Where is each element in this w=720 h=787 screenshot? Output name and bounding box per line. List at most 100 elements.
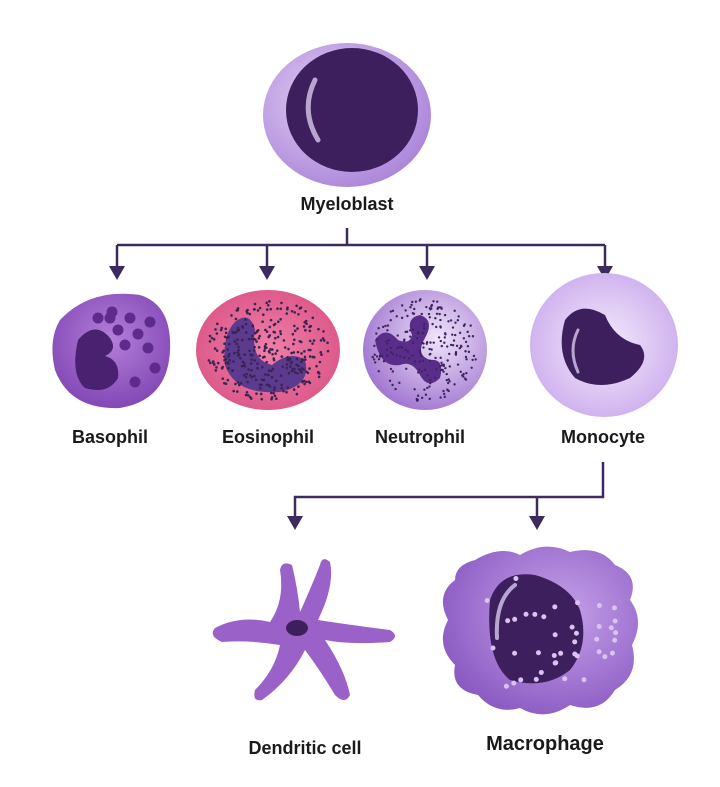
granule [464,340,468,344]
granule [235,309,239,312]
granule [375,355,379,358]
granule [297,385,300,388]
granule [236,390,239,393]
granule [437,336,441,339]
granule [404,348,407,352]
granule [385,339,388,343]
granule [232,389,235,393]
granule [602,654,608,660]
granule [317,375,321,379]
granule [449,343,453,347]
granule [220,367,224,370]
granule [287,371,291,375]
granule [558,650,564,656]
granule [244,331,248,334]
granule [418,351,422,354]
granule [596,624,602,630]
granule [266,303,270,307]
granule [505,618,511,624]
macrophage-cell [442,546,639,715]
granule [416,371,420,374]
granule [92,312,104,324]
granule [430,348,433,351]
granule [457,315,460,318]
granule [439,339,442,343]
granule [104,312,116,324]
granule [518,677,524,683]
granule [442,392,446,396]
granule [541,614,547,620]
eosinophil-granules [207,300,330,401]
granule [256,362,259,366]
granule [245,372,248,376]
granule [237,345,240,349]
granule [279,374,283,377]
granule [230,314,233,317]
granule [231,330,234,334]
granule [245,390,249,394]
granule [447,389,450,393]
granule [302,368,305,371]
granule [214,369,218,372]
myeloblast-label: Myeloblast [300,194,393,214]
granule [242,362,246,365]
granule [419,354,423,357]
granule [232,360,235,363]
granule [425,342,429,345]
granule [609,650,615,656]
granule [428,316,431,319]
granule [371,355,374,359]
granule [372,358,376,361]
granule [429,382,432,385]
granule [224,382,228,386]
granule [132,328,144,340]
granule [512,616,518,622]
granule [386,342,389,345]
granule [280,386,284,390]
granule [406,314,409,318]
granule [373,353,376,356]
granule [250,375,254,379]
granule [247,337,251,341]
neutrophil-cell [363,290,487,410]
granule [265,330,269,333]
granule [423,322,426,325]
granule [389,310,393,313]
granule [288,357,292,361]
granule [469,324,472,327]
granule [304,380,308,384]
granule [124,312,136,324]
granule [391,370,395,373]
granule [246,380,249,384]
granule [465,371,468,375]
granule [448,352,451,356]
granule [112,324,124,336]
granule [447,378,450,381]
granule [418,360,422,363]
granule [263,347,267,350]
granule [438,312,441,316]
granule [280,301,283,305]
granule [268,300,271,303]
basophil-granules [92,306,161,388]
granule [400,316,404,320]
granule [317,327,320,331]
granule [242,373,246,377]
granule [317,370,320,374]
granule [377,327,380,330]
granule [256,366,259,370]
granule [300,352,303,355]
granule [304,328,307,332]
granule [293,338,296,342]
granule [237,348,240,352]
granule [381,354,384,358]
myeloblast-cell [263,43,431,187]
granule [207,359,211,362]
granule [129,376,141,388]
granule [416,394,420,397]
granule [420,370,424,373]
granule [386,324,390,327]
granule [613,630,619,636]
granule [446,359,449,362]
granule [303,358,307,361]
